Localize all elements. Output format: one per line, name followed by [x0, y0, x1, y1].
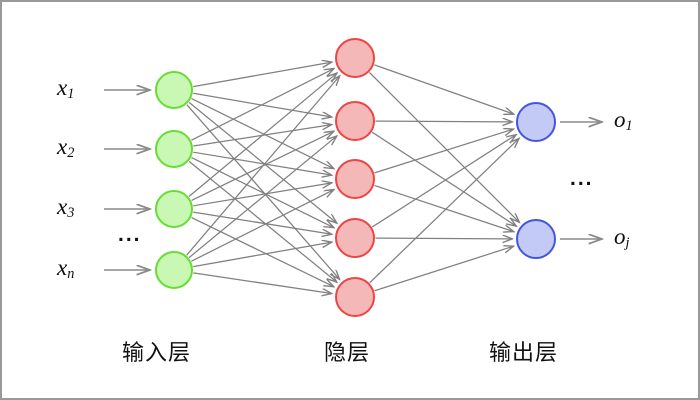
input-label-x2: x2 [57, 134, 74, 162]
output-label-oj: oj [614, 224, 629, 252]
neuron-x3 [155, 190, 193, 228]
edge-input2-hidden3 [193, 211, 332, 234]
output-label-o1: o1 [614, 107, 633, 135]
input-var-2-base: x [57, 194, 68, 219]
input-label-xn: xn [57, 255, 74, 283]
edge-hidden4-output1 [374, 246, 514, 292]
neuron-h4 [335, 218, 375, 258]
edge-hidden4-output0 [369, 138, 519, 284]
neuron-oj [516, 219, 556, 259]
edge-input3-hidden2 [191, 190, 334, 262]
edge-input0-hidden0 [193, 62, 332, 88]
edge-input2-hidden4 [191, 216, 334, 287]
io-arrows [104, 90, 602, 270]
edge-input1-hidden3 [191, 157, 333, 228]
edge-input2-hidden0 [188, 73, 337, 197]
edge-input1-hidden4 [188, 160, 337, 282]
edge-input3-hidden3 [193, 242, 332, 268]
input-var-2-subscript: 3 [67, 205, 75, 222]
neuron-nodes [155, 38, 556, 317]
input-var-3-base: x [57, 255, 68, 280]
input-label-x3: x3 [57, 194, 74, 222]
input-var-1-subscript: 2 [67, 145, 75, 162]
neuron-x2 [155, 130, 193, 168]
input-var-1-base: x [57, 134, 68, 159]
edge-input0-hidden4 [186, 104, 340, 280]
input-label-x1: x1 [57, 75, 74, 103]
edge-input3-hidden1 [188, 136, 337, 259]
edge-hidden3-output1 [375, 238, 512, 239]
connection-edges [186, 62, 520, 294]
edge-input0-hidden3 [188, 101, 337, 223]
edge-hidden1-output0 [375, 121, 512, 122]
neuron-h3 [335, 159, 375, 199]
edge-input3-hidden4 [193, 272, 331, 294]
neuron-x1 [155, 71, 193, 109]
output-var-0-subscript: 1 [625, 118, 633, 135]
edge-input0-hidden2 [191, 98, 333, 169]
edge-hidden0-output0 [374, 64, 514, 114]
output-var-0-base: o [614, 107, 626, 132]
neuron-o1 [516, 102, 556, 142]
edge-input3-hidden0 [186, 76, 340, 256]
edge-hidden2-output0 [374, 129, 514, 174]
neuron-h5 [335, 277, 375, 317]
edge-input1-hidden2 [193, 151, 332, 175]
edge-input2-hidden2 [193, 183, 332, 207]
input-var-0-base: x [57, 75, 68, 100]
output-ellipsis: ... [570, 167, 594, 190]
input-var-0-subscript: 1 [67, 86, 75, 103]
neuron-h2 [335, 101, 375, 141]
layer-label-output: 输出层 [489, 340, 559, 365]
layer-label-hidden: 隐层 [324, 340, 371, 365]
edge-hidden2-output1 [374, 184, 513, 231]
edge-input1-hidden0 [191, 69, 334, 141]
input-var-3-subscript: n [67, 266, 75, 283]
edge-hidden0-output1 [369, 72, 519, 222]
output-var-1-subscript: j [625, 235, 630, 252]
output-var-1-base: o [614, 224, 626, 249]
edge-hidden3-output0 [371, 135, 516, 228]
neuron-xn [155, 251, 193, 289]
layer-label-input: 输入层 [122, 340, 192, 365]
edge-hidden1-output1 [371, 131, 516, 226]
input-ellipsis: ... [118, 223, 142, 246]
neuron-h1 [335, 38, 375, 78]
